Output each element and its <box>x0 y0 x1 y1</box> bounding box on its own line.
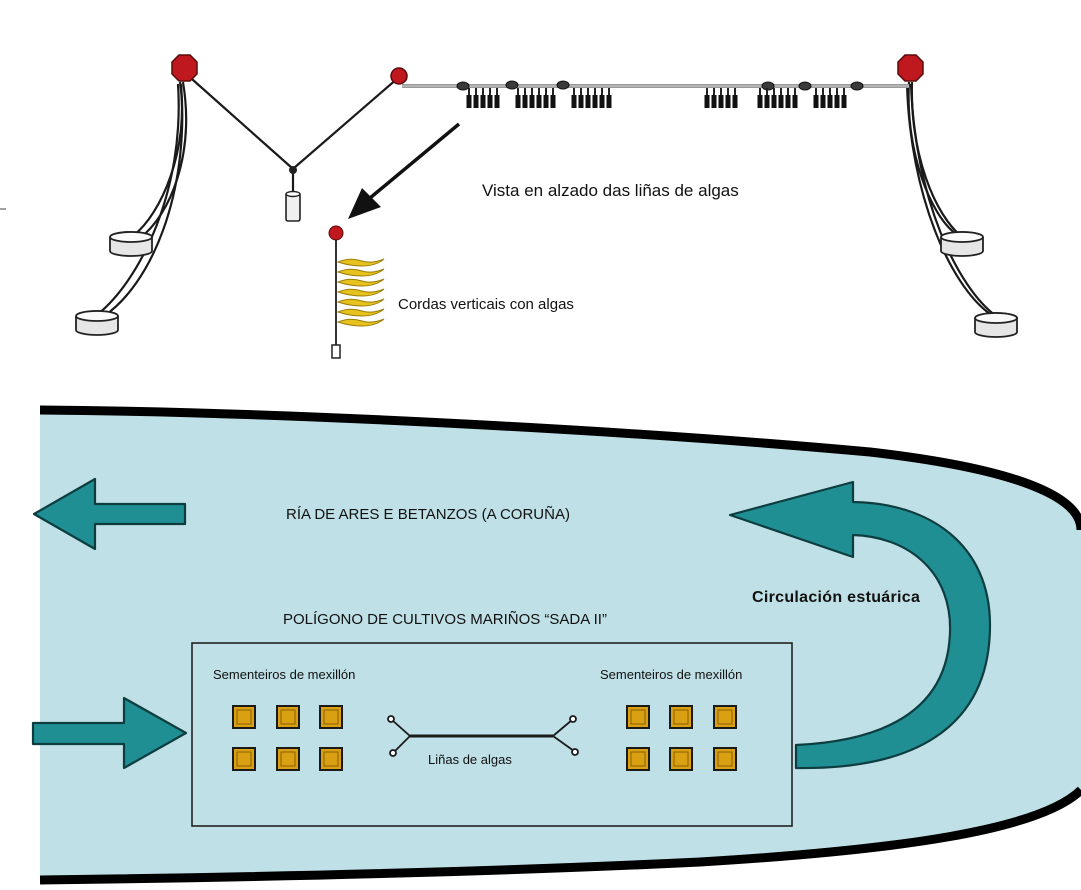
anchor-right-lower <box>974 312 1018 338</box>
vertical-ropes-label: Cordas verticais con algas <box>398 296 574 313</box>
ria-plan-view <box>31 405 1081 885</box>
polygon-label: POLÍGONO DE CULTIVOS MARIÑOS “SADA II” <box>283 611 607 628</box>
buoy-right <box>897 54 924 82</box>
anchor-left-lower <box>75 310 119 336</box>
inflow-arrow <box>31 696 188 770</box>
seedbeds-right-label: Sementeiros de mexillón <box>600 667 743 682</box>
longline-floats <box>456 80 864 91</box>
subsurface-v-line <box>183 71 399 193</box>
circulation-arrow <box>728 480 992 770</box>
seedbeds-left-label: Sementeiros de mexillón <box>213 667 356 682</box>
buoy-left <box>171 54 198 82</box>
buoy-small <box>390 67 408 85</box>
vertical-rope-detail <box>328 225 385 359</box>
detail-arrow-shaft <box>368 122 461 200</box>
anchor-right-upper <box>940 231 984 257</box>
coastline-north <box>39 405 1081 531</box>
outflow-arrow <box>32 477 187 551</box>
algae-lines-label: Liñas de algas <box>428 752 512 767</box>
hanging-ropes <box>465 87 848 109</box>
estuarine-circulation-label: Circulación estuárica <box>752 589 921 606</box>
joint-ring <box>289 166 297 174</box>
anchor-left-upper <box>109 231 153 257</box>
mooring-lines-right <box>905 81 997 317</box>
weight <box>285 190 301 222</box>
elevation-view-label: Vista en alzado das liñas de algas <box>482 181 739 200</box>
ria-label: RÍA DE ARES E BETANZOS (A CORUÑA) <box>286 506 570 523</box>
mooring-lines-left <box>97 81 188 317</box>
detail-arrowhead <box>348 188 381 219</box>
algae-line-plan <box>387 715 579 757</box>
coastline-south <box>39 786 1081 885</box>
elevation-view <box>0 54 1018 359</box>
